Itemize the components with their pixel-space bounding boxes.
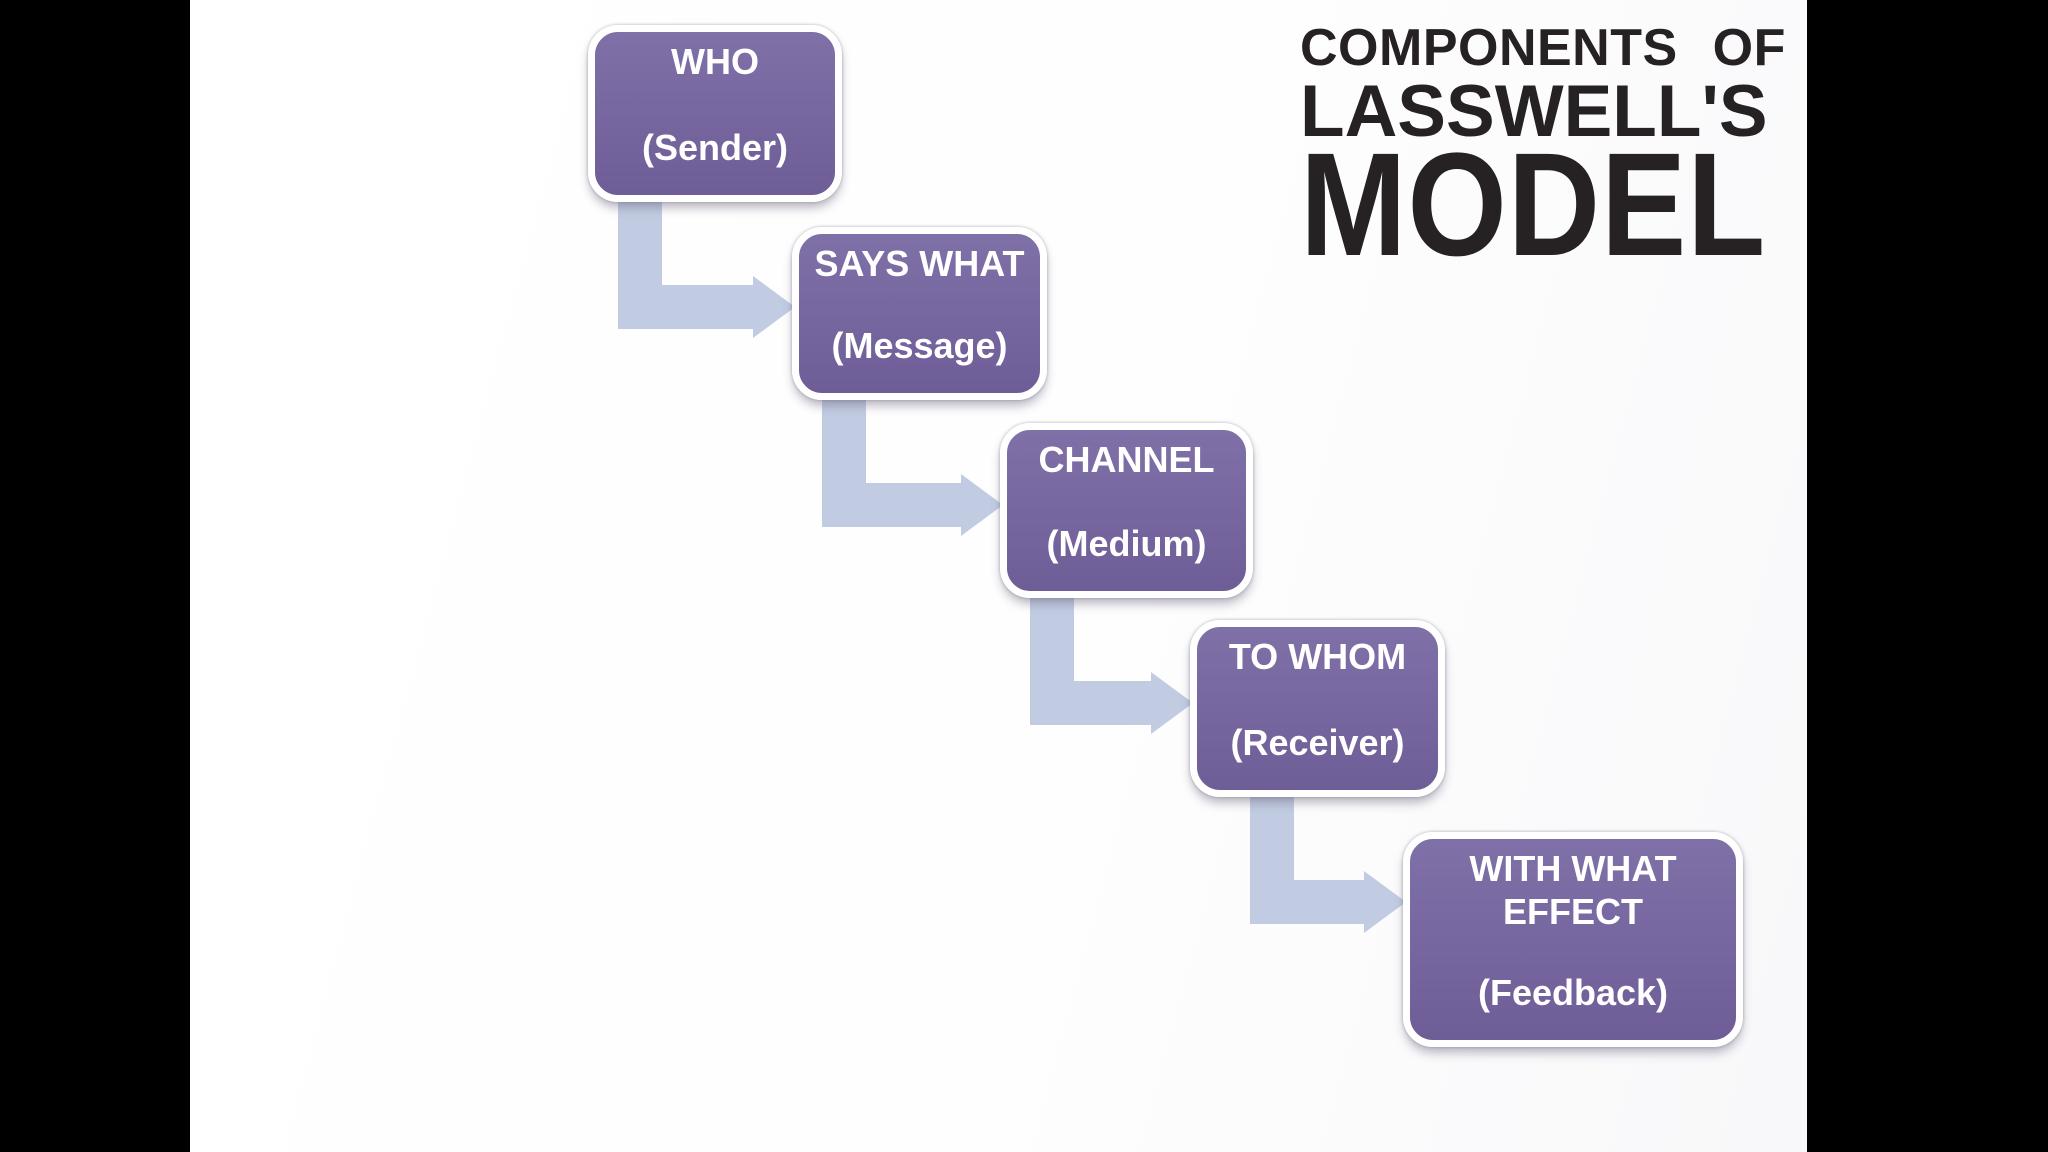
node-subtitle: (Medium) xyxy=(1046,522,1207,564)
connector-arrow-1 xyxy=(618,194,795,338)
connector-arrow-3 xyxy=(1030,590,1193,734)
connector-arrow-2 xyxy=(822,392,1003,536)
node-title: CHANNEL xyxy=(1038,439,1215,480)
slide-background: WHO (Sender) SAYS WHAT (Message) CHANNEL (Med… xyxy=(190,0,1807,1152)
diagram-node-says-what: SAYS WHAT (Message) xyxy=(792,227,1047,400)
node-title: SAYS WHAT xyxy=(814,243,1025,284)
node-subtitle: (Sender) xyxy=(641,126,789,168)
node-subtitle: (Feedback) xyxy=(1477,971,1669,1013)
node-title: TO WHOM xyxy=(1228,636,1407,677)
node-title: WHO xyxy=(671,41,759,82)
slide-title-line-2: LASSWELL'S xyxy=(1300,71,1768,152)
diagram-node-who: WHO (Sender) xyxy=(588,25,842,202)
diagram-node-to-whom: TO WHOM (Receiver) xyxy=(1190,620,1445,797)
node-subtitle: (Message) xyxy=(831,324,1008,366)
diagram-node-channel: CHANNEL (Medium) xyxy=(1000,423,1253,598)
letterbox-right-bar xyxy=(1807,0,2048,1152)
connector-layer xyxy=(618,194,1406,933)
letterbox-left-bar xyxy=(0,0,190,1152)
slide-title-line-1: COMPONENTS OF xyxy=(1300,19,1786,77)
diagram-node-with-what-effect: WITH WHAT EFFECT (Feedback) xyxy=(1403,832,1743,1047)
node-title: WITH WHAT EFFECT xyxy=(1469,848,1677,933)
connector-arrow-4 xyxy=(1250,789,1406,933)
node-subtitle: (Receiver) xyxy=(1230,721,1405,763)
slide-title-line-3: MODEL xyxy=(1300,123,1767,287)
